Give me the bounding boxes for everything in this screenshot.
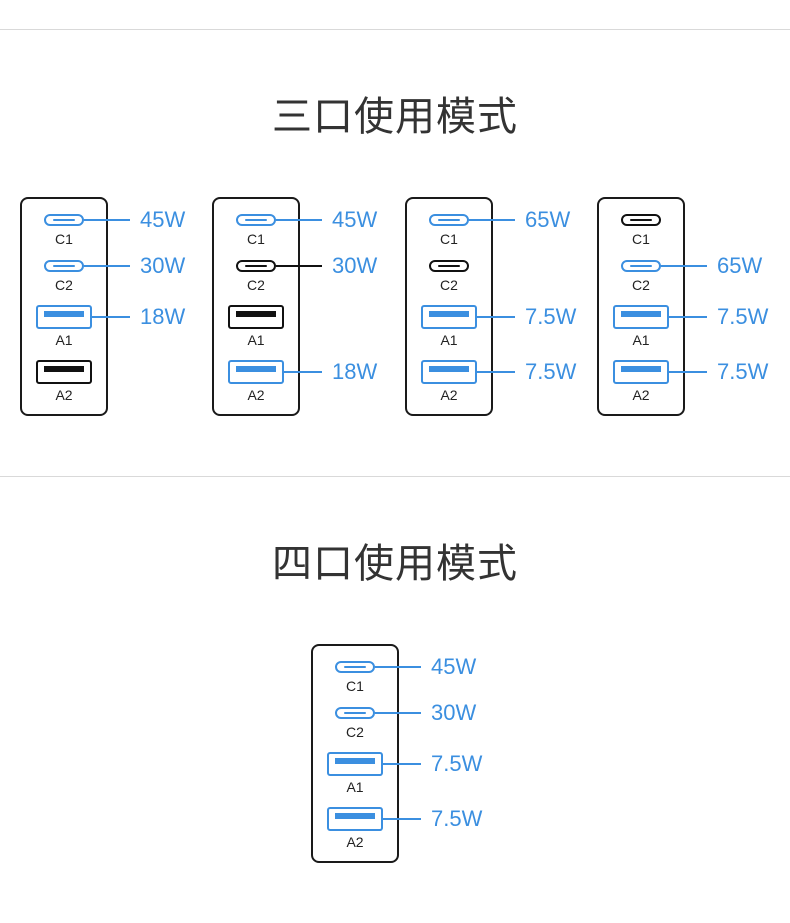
power-leader-line	[477, 316, 515, 318]
usb-c-port-c1	[621, 214, 661, 226]
port-label-c2: C2	[346, 724, 364, 740]
power-output-label: 45W	[140, 207, 186, 232]
port-label-c1: C1	[55, 231, 73, 247]
power-output-label: 30W	[140, 253, 186, 278]
power-output-label: 65W	[717, 253, 763, 278]
port-label-c2: C2	[440, 277, 458, 293]
usb-c-port-c1	[429, 214, 469, 226]
power-leader-line	[284, 371, 322, 373]
power-output-label: 7.5W	[525, 359, 577, 384]
usb-a-port-a1	[613, 305, 669, 329]
usb-a-port-a2	[228, 360, 284, 384]
usb-a-port-a1	[228, 305, 284, 329]
power-output-label: 7.5W	[431, 806, 483, 831]
port-label-c2: C2	[632, 277, 650, 293]
power-leader-line	[92, 316, 130, 318]
power-leader-line	[383, 763, 421, 765]
usb-a-port-a1	[327, 752, 383, 776]
power-output-label: 45W	[332, 207, 378, 232]
power-output-label: 7.5W	[431, 751, 483, 776]
port-label-c1: C1	[346, 678, 364, 694]
usb-c-port-c2	[44, 260, 84, 272]
port-label-a2: A2	[632, 387, 650, 403]
power-leader-line	[375, 712, 421, 714]
usb-c-port-c1	[44, 214, 84, 226]
power-leader-line	[477, 371, 515, 373]
usb-a-port-a2	[613, 360, 669, 384]
usb-c-port-c2	[236, 260, 276, 272]
power-leader-line	[669, 316, 707, 318]
usb-a-port-a2	[36, 360, 92, 384]
middle-divider	[0, 476, 790, 477]
usb-c-port-c2	[335, 707, 375, 719]
port-label-a1: A1	[55, 332, 73, 348]
port-label-a1: A1	[247, 332, 265, 348]
port-label-c2: C2	[247, 277, 265, 293]
usb-a-port-a2	[327, 807, 383, 831]
power-output-label: 30W	[332, 253, 378, 278]
usb-c-port-c2	[429, 260, 469, 272]
usb-a-port-a2	[421, 360, 477, 384]
usb-c-port-c1	[335, 661, 375, 673]
power-output-label: 18W	[332, 359, 378, 384]
power-output-label: 7.5W	[525, 304, 577, 329]
power-output-label: 45W	[431, 654, 477, 679]
section-title-three-port: 三口使用模式	[272, 94, 518, 140]
power-leader-line	[375, 666, 421, 668]
top-divider	[0, 29, 790, 30]
usb-c-port-c1	[236, 214, 276, 226]
port-label-c1: C1	[440, 231, 458, 247]
port-label-a1: A1	[440, 332, 458, 348]
port-label-a2: A2	[247, 387, 265, 403]
power-leader-line	[469, 219, 515, 221]
port-label-c1: C1	[247, 231, 265, 247]
port-label-a1: A1	[346, 779, 364, 795]
power-leader-line	[276, 219, 322, 221]
power-leader-line	[84, 265, 130, 267]
power-leader-line	[661, 265, 707, 267]
power-output-label: 7.5W	[717, 304, 769, 329]
usb-a-port-a1	[36, 305, 92, 329]
usb-a-port-a1	[421, 305, 477, 329]
power-output-label: 7.5W	[717, 359, 769, 384]
port-label-a2: A2	[55, 387, 73, 403]
section-title-four-port: 四口使用模式	[272, 541, 518, 587]
power-leader-line	[669, 371, 707, 373]
port-label-a1: A1	[632, 332, 650, 348]
power-leader-line	[383, 818, 421, 820]
power-leader-line	[276, 265, 322, 267]
usb-c-port-c2	[621, 260, 661, 272]
port-label-c1: C1	[632, 231, 650, 247]
power-output-label: 65W	[525, 207, 571, 232]
power-output-label: 30W	[431, 700, 477, 725]
port-label-c2: C2	[55, 277, 73, 293]
power-leader-line	[84, 219, 130, 221]
port-label-a2: A2	[440, 387, 458, 403]
port-label-a2: A2	[346, 834, 364, 850]
power-output-label: 18W	[140, 304, 186, 329]
